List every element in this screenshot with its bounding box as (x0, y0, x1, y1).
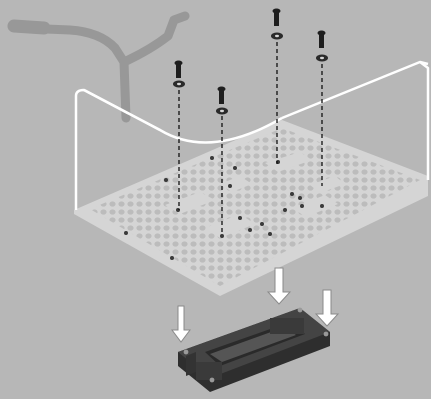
screw-2 (216, 86, 228, 115)
arrow-down-1 (171, 305, 191, 343)
dashed-guides (178, 42, 323, 232)
handlebar (7, 11, 190, 123)
arrow-down-3 (314, 289, 340, 327)
basket-frame (74, 60, 430, 210)
arrow-down-2 (266, 267, 292, 305)
adapter-plate (178, 307, 330, 392)
screw-4 (316, 30, 328, 62)
screw-3 (271, 8, 283, 40)
screw-1 (173, 60, 185, 88)
basket-base (74, 120, 428, 296)
